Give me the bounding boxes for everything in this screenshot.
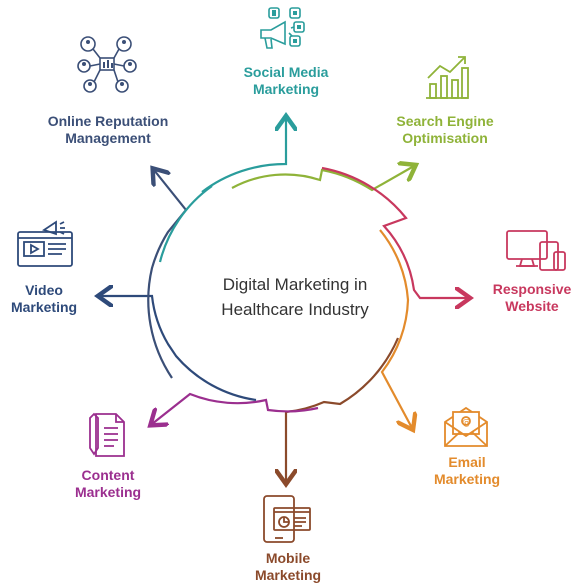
connector-inner-left	[158, 185, 213, 263]
connector-orm	[147, 170, 188, 379]
document-icon	[86, 410, 130, 463]
label-social-media-marketing: Social Media Marketing	[243, 64, 329, 97]
connector-video	[100, 296, 257, 402]
mobile-phone-icon	[262, 494, 314, 549]
center-title-line1: Digital Marketing in	[222, 275, 368, 294]
connector-content	[152, 392, 319, 424]
label-email-marketing: Email Marketing	[433, 454, 501, 487]
label-content-marketing: Content Marketing	[74, 467, 142, 500]
growth-chart-icon	[422, 52, 472, 107]
connector-seo	[231, 166, 414, 192]
connector-email	[379, 229, 412, 428]
label-search-engine-optimisation: Search Engine Optimisation	[396, 113, 494, 146]
network-people-icon	[76, 34, 140, 99]
megaphone-social-icon	[255, 6, 315, 61]
center-title-line2: Healthcare Industry	[221, 300, 369, 319]
video-player-icon	[16, 218, 74, 275]
envelope-icon: @	[442, 404, 490, 453]
connector-web	[321, 166, 468, 298]
label-online-reputation-management: Online Reputation Management	[47, 113, 169, 146]
label-video-marketing: Video Marketing	[10, 282, 78, 315]
center-title: Digital Marketing in Healthcare Industry	[170, 272, 420, 322]
devices-icon	[504, 228, 568, 279]
connector-social	[201, 118, 286, 193]
label-mobile-marketing: Mobile Marketing	[254, 550, 322, 583]
label-responsive-website: Responsive Website	[492, 281, 572, 314]
svg-text:@: @	[462, 418, 471, 428]
